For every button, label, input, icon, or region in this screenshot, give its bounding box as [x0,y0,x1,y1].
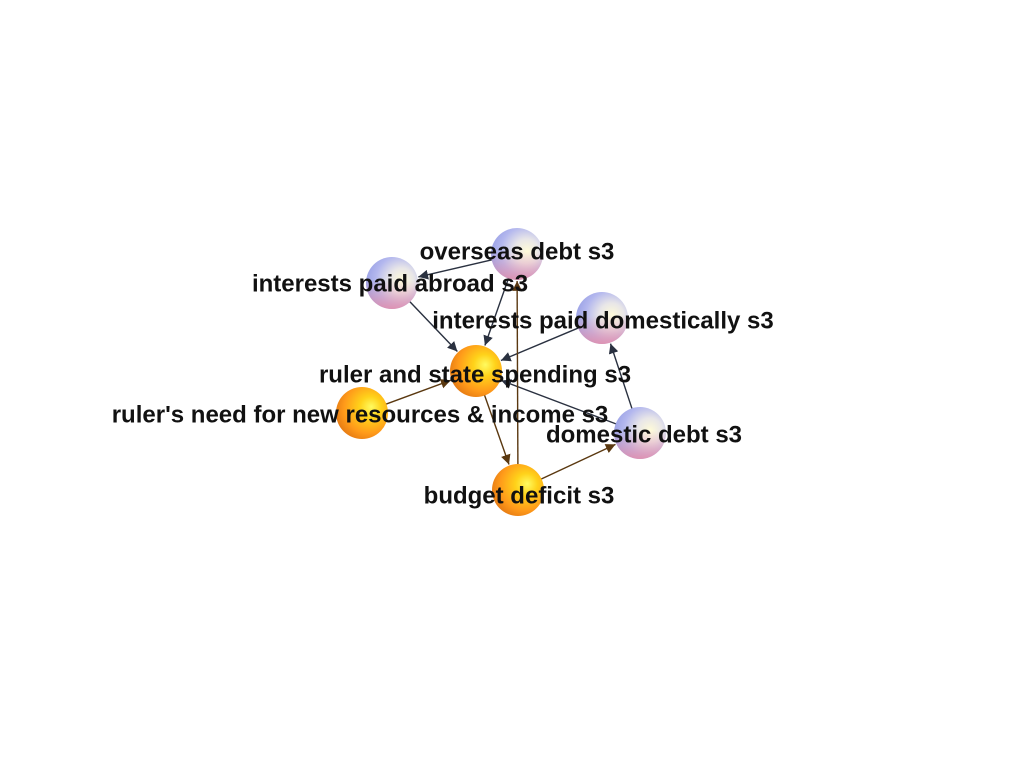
node-ruler-need[interactable] [336,387,388,439]
edges-layer [384,258,634,481]
edge-domestic-debt-to-ruler-spending [501,379,618,426]
edge-overseas-debt-to-interests-abroad [418,258,494,280]
nodes-layer [336,228,666,516]
node-overseas-debt[interactable] [491,228,543,280]
edge-ruler-need-to-ruler-spending [384,379,451,406]
labels-layer: overseas debt s3 interests paid abroad s3… [112,238,774,509]
node-budget-deficit[interactable] [492,464,544,516]
edge-overseas-debt-to-ruler-spending [483,276,510,346]
node-sphere[interactable] [450,345,502,397]
edge-budget-deficit-to-domestic-debt [539,443,616,481]
node-sphere-shade [576,292,628,344]
node-label-ruler-need: ruler's need for new resources & income … [112,401,609,428]
node-label-overseas-debt: overseas debt s3 [420,238,615,265]
node-label-budget-deficit: budget deficit s3 [424,482,615,509]
node-sphere-shade [491,228,543,280]
node-domestic-debt[interactable] [614,407,666,459]
edge-interests-domestic-to-ruler-spending [500,326,581,362]
node-label-ruler-spending: ruler and state spending s3 [319,361,631,388]
node-sphere-shade [366,257,418,309]
node-interests-abroad[interactable] [366,257,418,309]
node-interests-domestic[interactable] [576,292,628,344]
edge-ruler-spending-to-budget-deficit [483,393,511,465]
node-sphere-shade [614,407,666,459]
edge-budget-deficit-to-overseas-debt [512,280,523,467]
node-label-domestic-debt: domestic debt s3 [546,421,742,448]
edge-interests-abroad-to-ruler-spending [408,299,458,352]
node-sphere[interactable] [336,387,388,439]
node-label-interests-abroad: interests paid abroad s3 [252,270,528,297]
node-ruler-spending[interactable] [450,345,502,397]
node-sphere[interactable] [492,464,544,516]
edge-domestic-debt-to-interests-domestic [608,343,634,411]
node-label-interests-domestic: interests paid domestically s3 [432,307,773,334]
